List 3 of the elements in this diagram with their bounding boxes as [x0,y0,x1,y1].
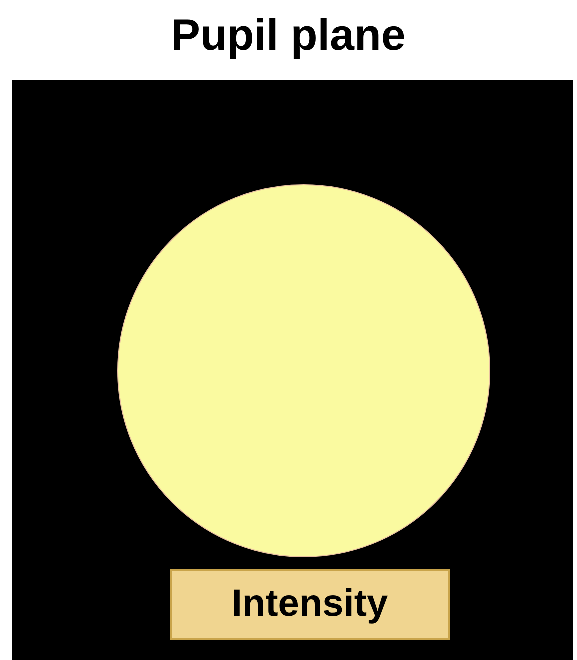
label-box [170,569,450,640]
title: Pupil plane [170,10,407,62]
box-label: Intensity [232,583,388,626]
